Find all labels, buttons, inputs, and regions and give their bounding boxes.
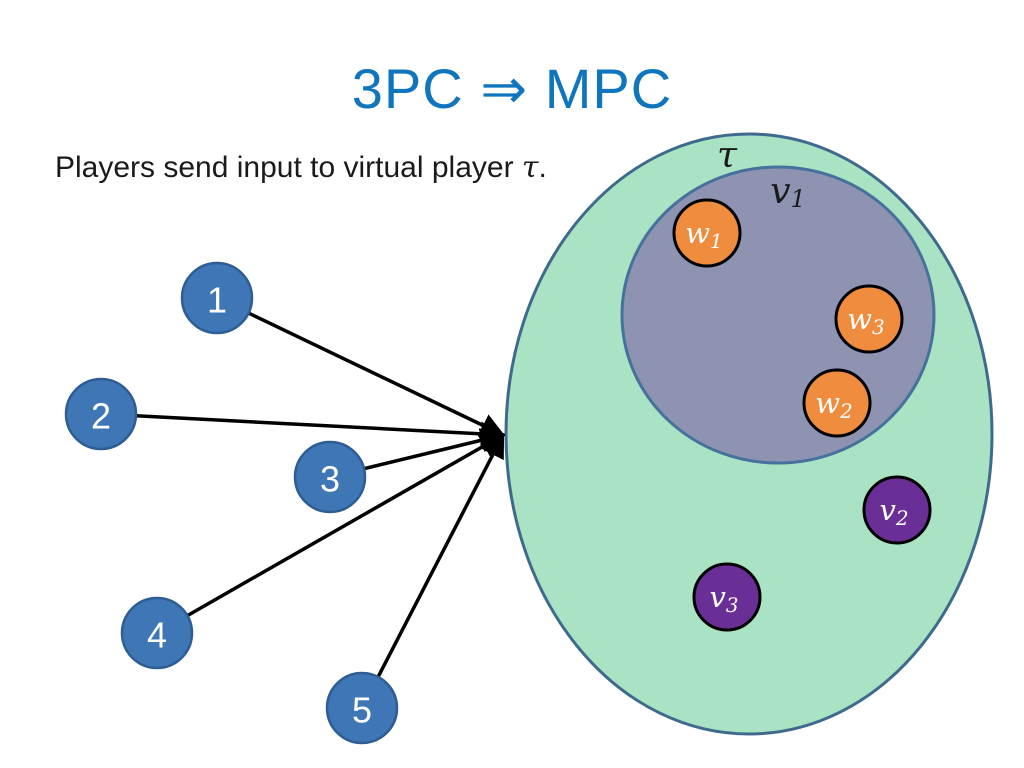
outer-set-tau-label: τ [717,135,738,176]
player-node-2 [64,377,138,451]
member-node-w3 [834,284,904,354]
member-node-w1 [672,198,742,268]
arrow-player-5 [376,432,505,678]
member-node-v3 [692,562,762,632]
subtitle: Players send input to virtual player τ. [55,150,547,185]
member-node-label-v3: v3 [709,580,738,617]
arrow-player-1 [247,311,506,437]
member-node-label-w2: w2 [815,386,853,423]
player-node-1 [180,261,254,335]
arrow-player-2 [135,414,506,447]
player-node-label-2: 2 [91,396,111,437]
inner-set-v1-label: v1 [770,171,806,214]
subtitle-text: Players send input to virtual player [55,151,522,184]
page-title: 3PC ⇒ MPC [351,57,673,120]
player-node-3 [293,440,367,514]
member-node-v2 [862,475,932,545]
player-node-5 [325,671,399,745]
member-node-label-w3: w3 [847,302,885,339]
player-node-label-5: 5 [352,690,372,731]
player-node-label-4: 4 [147,615,167,656]
member-node-w2 [802,368,872,438]
player-node-label-1: 1 [207,280,227,321]
subtitle-tau-symbol: τ [521,150,539,185]
arrow-player-4 [186,433,506,618]
subtitle-period: . [538,151,547,184]
arrow-player-3 [363,428,506,471]
member-node-label-v2: v2 [879,493,908,530]
member-node-label-w1: w1 [685,216,723,253]
player-node-label-3: 3 [320,459,340,500]
player-node-4 [120,596,194,670]
